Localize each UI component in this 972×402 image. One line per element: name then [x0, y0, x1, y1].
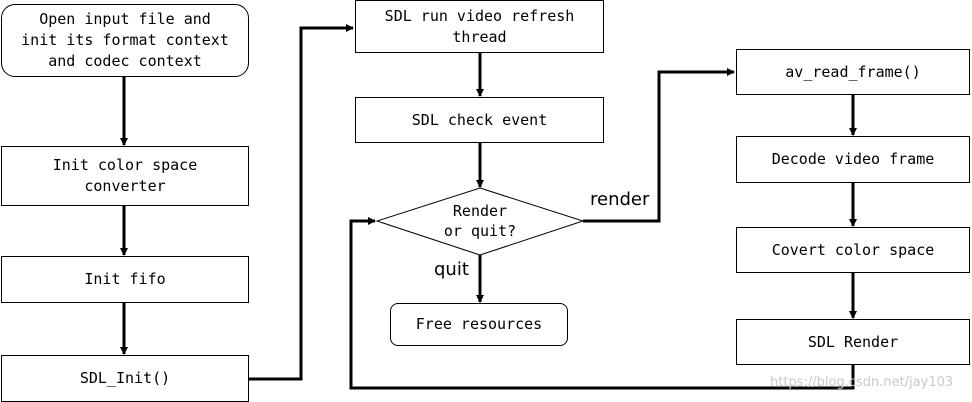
covert-color-node: Covert color space [736, 227, 970, 273]
arrow-sdlinit-to-refresh [249, 24, 354, 381]
arrow-decision-render-to-read [583, 68, 735, 223]
render-edge-label: render [590, 189, 650, 210]
av-read-frame-node: av_read_frame() [736, 49, 970, 95]
decode-frame-node: Decode video frame [736, 136, 970, 183]
free-resources-node: Free resources [390, 303, 568, 346]
decision-diamond [375, 187, 585, 256]
sdl-init-node: SDL_Init() [1, 355, 249, 402]
watermark: https://blog.csdn.net/jay103 [770, 375, 954, 390]
arrow-render-loop-back [349, 217, 855, 390]
sdl-refresh-node: SDL run video refresh thread [355, 0, 604, 53]
open-input-node: Open input file and init its format cont… [1, 4, 249, 77]
decision-label: Render or quit? [443, 202, 517, 240]
quit-edge-label: quit [434, 259, 469, 280]
init-fifo-node: Init fifo [1, 256, 249, 303]
init-color-node: Init color space converter [1, 146, 249, 206]
sdl-render-node: SDL Render [736, 319, 970, 365]
sdl-check-node: SDL check event [355, 97, 604, 143]
